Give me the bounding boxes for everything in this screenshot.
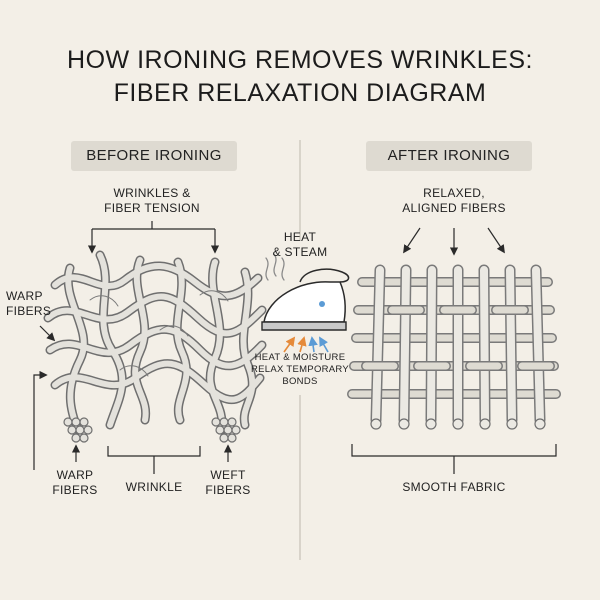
aligned-fibers-pointers [403,227,505,256]
title-line-1: HOW IRONING REMOVES WRINKLES: [67,46,533,74]
relaxed-aligned-fibers-label: RELAXED, ALIGNED FIBERS [402,186,506,215]
warp-thread-ends [370,418,546,430]
before-ironing-header: BEFORE IRONING [71,141,237,171]
wrinkles-fiber-tension-label: WRINKLES & FIBER TENSION [104,186,200,215]
weft-fiber-bundle-end [211,417,241,443]
warp-threads [370,264,546,426]
warp-fibers-bottom-label: WARP FIBERS [52,468,98,497]
heat-steam-label: HEAT & STEAM [272,230,328,259]
wrinkles-callout-bracket [87,221,220,254]
warp-fibers-side-label: WARP FIBERS [6,289,52,318]
weft-fibers-label: WEFT FIBERS [205,468,251,497]
smooth-fabric-bracket [351,444,557,474]
wrinkle-label: WRINKLE [125,480,183,494]
smooth-fabric-label: SMOOTH FABRIC [402,480,506,494]
wrinkle-bracket [107,446,201,457]
warp-fiber-bundle-end [63,417,93,443]
diagram-title: HOW IRONING REMOVES WRINKLES: FIBER RELA… [0,44,600,110]
steam-icon [265,253,285,281]
tangled-fibers [43,250,267,435]
warp-left-bracket [33,370,48,470]
heat-arrows-icon [283,336,329,353]
warp-side-pointer [39,325,56,342]
heat-moisture-note: HEAT & MOISTURE RELAX TEMPORARY BONDS [250,352,350,387]
after-ironing-header: AFTER IRONING [366,141,532,171]
title-line-2: FIBER RELAXATION DIAGRAM [113,79,487,107]
iron-icon [261,268,350,331]
woven-fabric [347,264,561,430]
